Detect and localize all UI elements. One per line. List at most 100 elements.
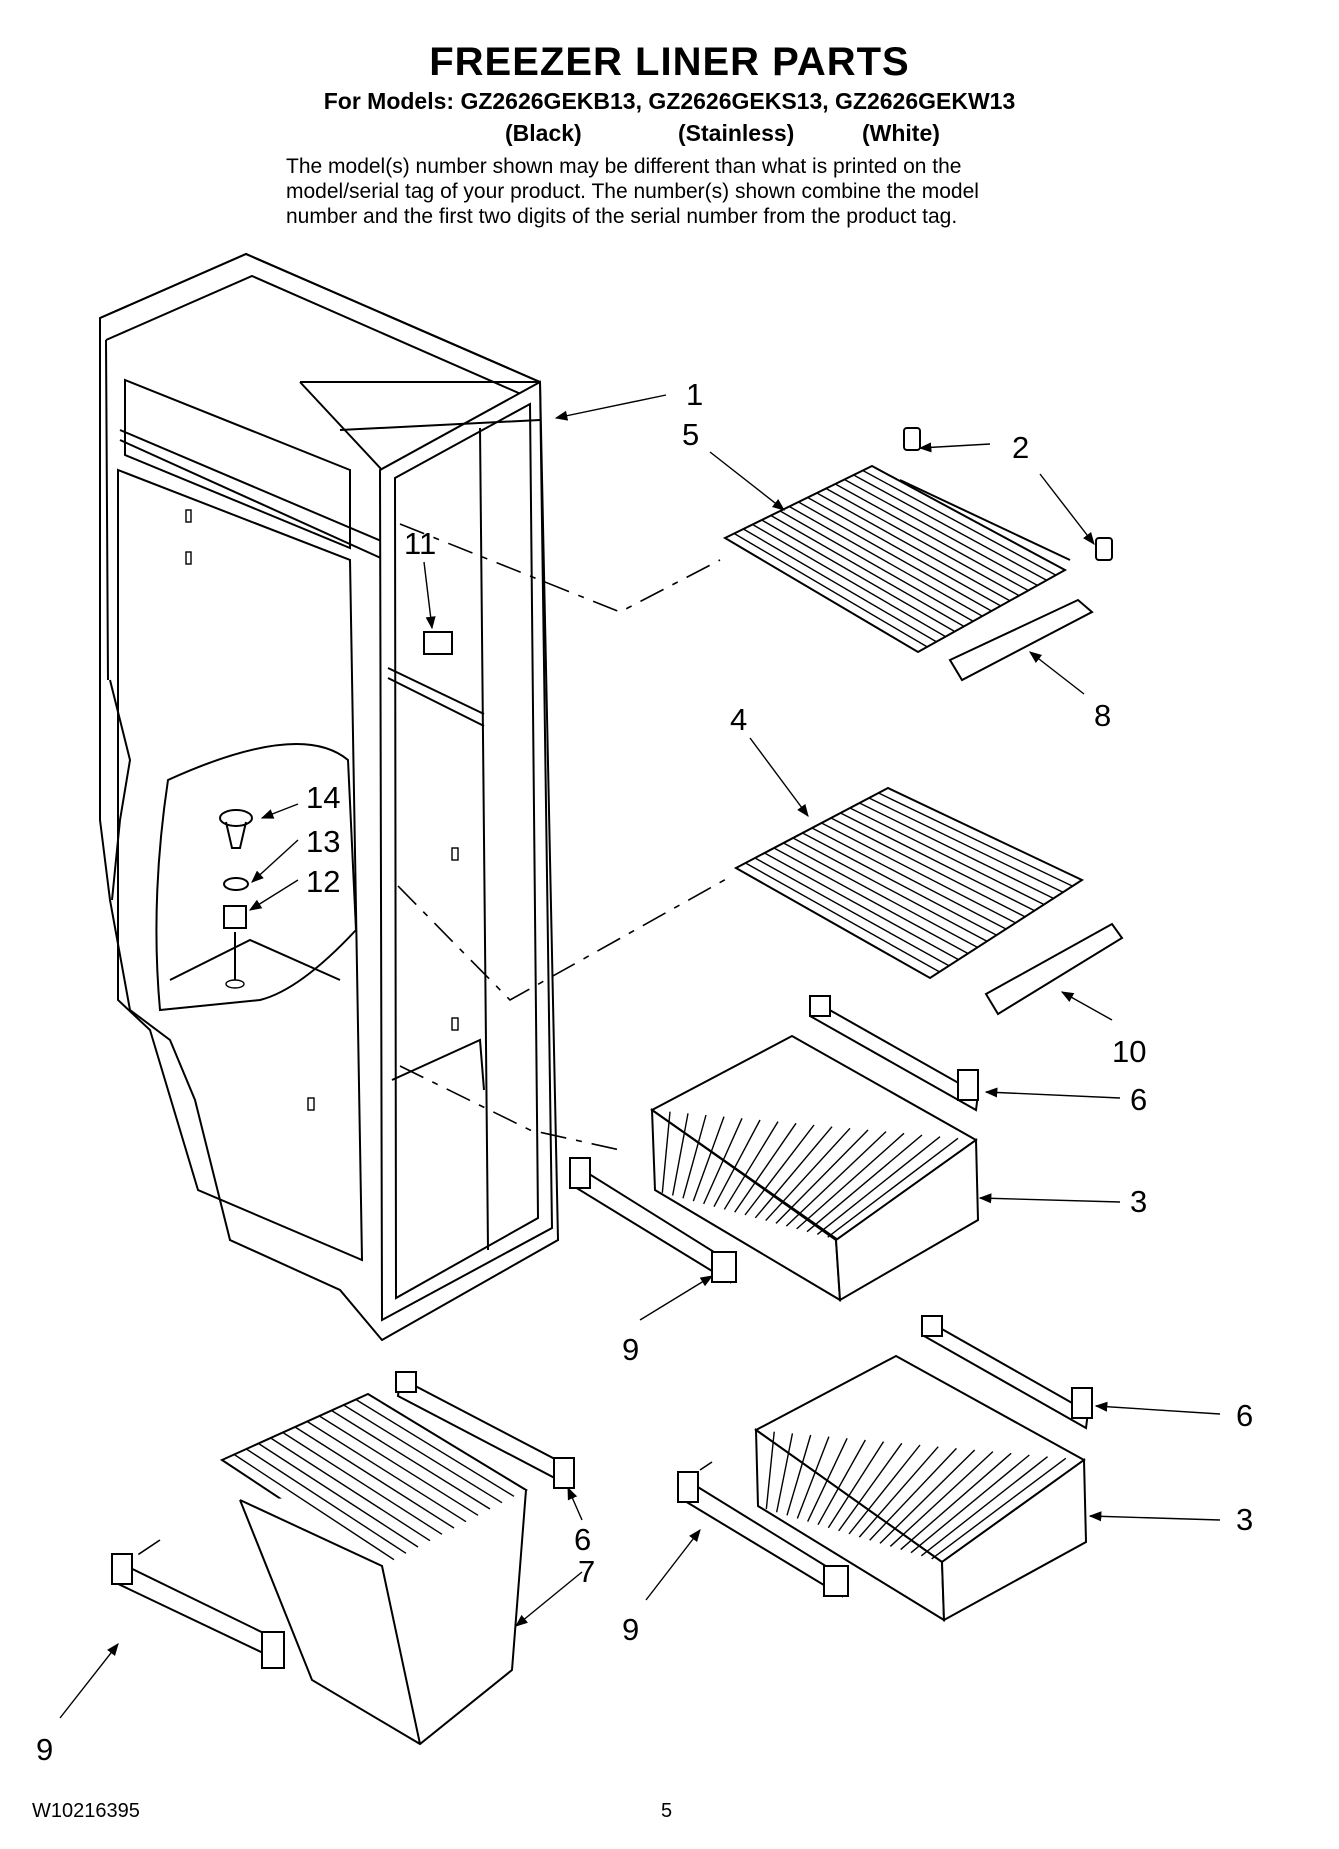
wire — [838, 1442, 903, 1532]
wire — [294, 1426, 455, 1529]
wire — [802, 832, 997, 936]
wire — [331, 1409, 491, 1510]
deep-basket-illustration — [111, 1371, 575, 1746]
wire — [796, 1132, 905, 1230]
wire — [821, 822, 1016, 924]
wire — [775, 1129, 869, 1224]
callout-14: 14 — [306, 780, 340, 815]
alignment-lines — [129, 523, 729, 1561]
wire — [849, 807, 1045, 906]
wire — [245, 1448, 407, 1554]
wire — [840, 812, 1035, 912]
wire — [785, 1131, 887, 1227]
wire — [770, 514, 965, 627]
wire — [869, 1447, 957, 1541]
wire — [817, 1439, 866, 1526]
model-list: For Models: GZ2626GEKB13, GZ2626GEKS13, … — [323, 88, 1016, 114]
model-note-line: The model(s) number shown may be differe… — [286, 155, 962, 178]
wire — [900, 1452, 1012, 1551]
wire — [258, 1442, 419, 1548]
callout-6-lower: 6 — [1236, 1398, 1253, 1433]
wire — [764, 852, 959, 961]
wire — [827, 1137, 959, 1238]
callout-labels: 1 5 2 11 8 4 14 13 12 10 6 3 9 6 3 6 7 9… — [36, 377, 1253, 1767]
wire — [827, 1441, 885, 1529]
wire — [811, 827, 1007, 930]
wire — [743, 528, 937, 643]
model-note-line: model/serial tag of your product. The nu… — [286, 180, 979, 203]
wire — [754, 857, 950, 967]
callout-9-upper: 9 — [622, 1332, 639, 1367]
wire — [306, 1420, 467, 1523]
wire — [788, 505, 983, 617]
wire — [816, 1136, 941, 1235]
wire — [859, 802, 1054, 900]
wire — [745, 862, 940, 973]
wire — [723, 1121, 779, 1210]
callout-3-upper: 3 — [1130, 1184, 1147, 1219]
color-label-black: (Black) — [505, 120, 582, 146]
leader-arrows — [59, 394, 1221, 1719]
wire — [775, 1433, 794, 1513]
wire — [761, 519, 956, 633]
callout-11: 11 — [404, 526, 436, 561]
wire — [671, 1113, 689, 1196]
wire — [752, 523, 946, 638]
wire — [270, 1437, 431, 1542]
wire — [713, 1119, 761, 1207]
callout-10: 10 — [1112, 1034, 1146, 1069]
wire — [806, 1134, 923, 1233]
page-title: FREEZER LINER PARTS — [429, 40, 910, 84]
wire — [773, 847, 969, 955]
model-note: The model(s) number shown may be differe… — [286, 154, 1106, 229]
wire — [816, 492, 1011, 602]
wire — [744, 1124, 815, 1216]
wire — [343, 1404, 503, 1504]
page-number: 5 — [661, 1800, 673, 1822]
wire — [355, 1398, 515, 1497]
wire — [765, 1127, 851, 1222]
upper-wire-shelf-illustration — [722, 427, 1113, 682]
wire — [844, 478, 1038, 586]
callout-1: 1 — [686, 377, 703, 412]
callout-13: 13 — [306, 824, 340, 859]
callout-6-deep: 6 — [574, 1522, 591, 1557]
callout-8: 8 — [1094, 698, 1111, 733]
wire — [830, 817, 1026, 918]
wire — [765, 1431, 775, 1510]
wire — [920, 1456, 1048, 1557]
wire — [910, 1454, 1030, 1554]
wire — [733, 532, 928, 648]
wire — [233, 1453, 395, 1561]
wire — [783, 842, 978, 948]
wire — [318, 1415, 479, 1516]
wire — [779, 510, 974, 622]
wire — [703, 1118, 743, 1205]
callout-5: 5 — [682, 417, 699, 452]
wire — [834, 483, 1029, 592]
upper-basket-illustration — [569, 995, 980, 1302]
wire — [796, 1436, 830, 1519]
callout-2: 2 — [1012, 430, 1029, 465]
wire — [734, 1122, 797, 1213]
wire — [858, 1446, 939, 1538]
wire — [807, 1438, 848, 1522]
wire — [879, 1449, 976, 1544]
wire — [798, 501, 992, 612]
callout-9-lower: 9 — [622, 1612, 639, 1647]
wire — [661, 1111, 671, 1193]
wire — [754, 1126, 833, 1219]
wire — [862, 469, 1057, 576]
callout-3-lower: 3 — [1236, 1502, 1253, 1537]
callout-6-upper: 6 — [1130, 1082, 1147, 1117]
lower-wire-shelf-illustration — [733, 786, 1124, 1016]
wire — [889, 1451, 994, 1547]
color-label-white: (White) — [862, 120, 940, 146]
wire — [692, 1116, 725, 1202]
wire — [807, 496, 1002, 607]
color-label-stainless: (Stainless) — [678, 120, 795, 146]
callout-9-deep: 9 — [36, 1732, 53, 1767]
wire — [825, 487, 1020, 597]
wire — [282, 1431, 443, 1535]
